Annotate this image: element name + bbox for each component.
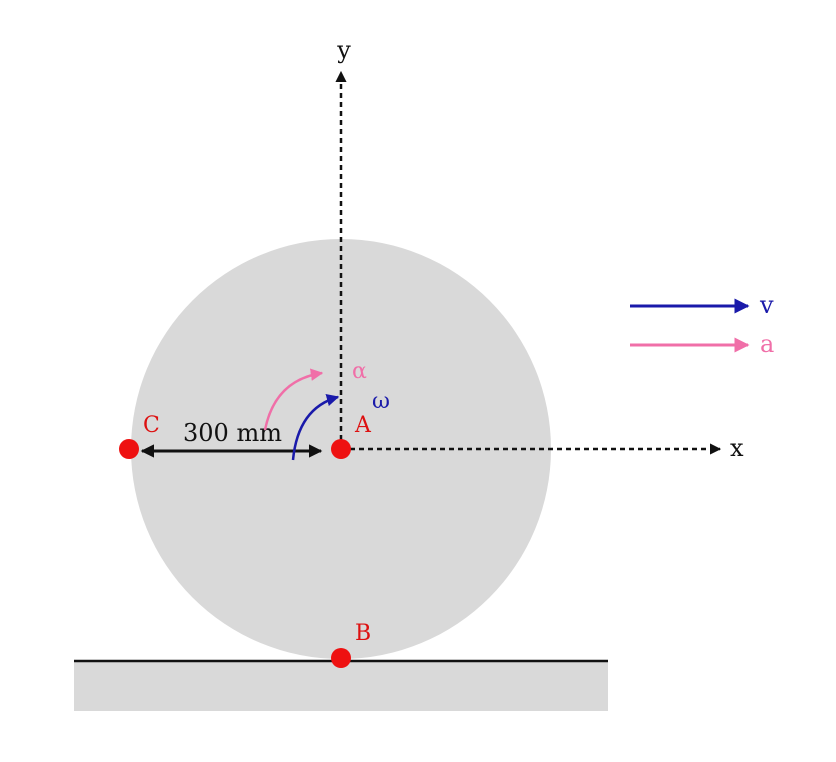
velocity-legend-label: v bbox=[759, 291, 774, 319]
omega-label: ω bbox=[372, 389, 390, 414]
point-b bbox=[331, 648, 351, 668]
omega-arc bbox=[291, 393, 340, 461]
alpha-arc bbox=[263, 368, 324, 431]
acceleration-legend-label: a bbox=[760, 330, 774, 358]
ground-block bbox=[74, 661, 608, 711]
point-c-label: C bbox=[143, 413, 160, 438]
alpha-label: α bbox=[352, 359, 367, 384]
point-a-label: A bbox=[354, 413, 372, 438]
point-c bbox=[119, 439, 139, 459]
point-a bbox=[331, 439, 351, 459]
y-axis-label: y bbox=[336, 36, 351, 64]
point-b-label: B bbox=[355, 621, 371, 646]
x-axis-label: x bbox=[730, 434, 744, 462]
